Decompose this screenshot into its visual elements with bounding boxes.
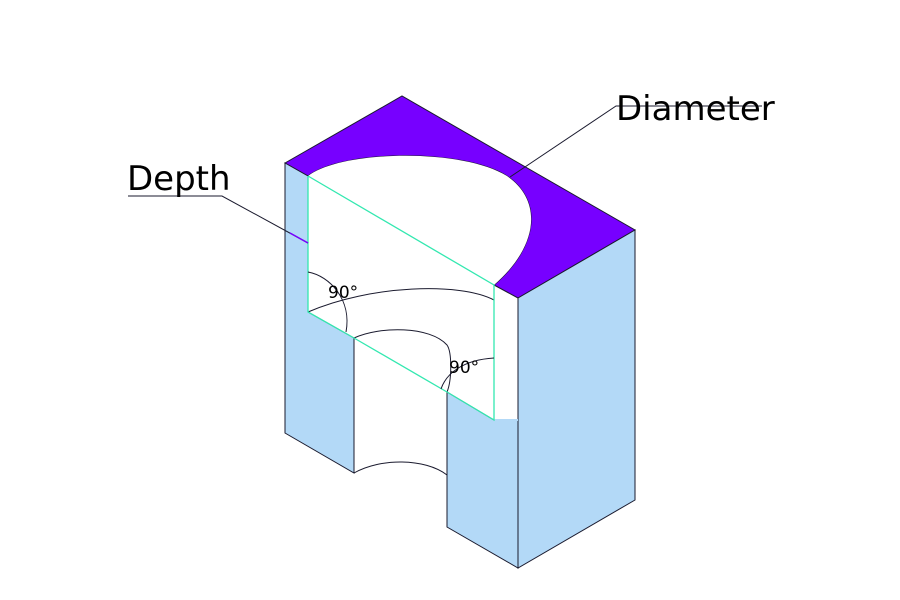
diameter-leader xyxy=(509,105,762,178)
through-hole-arc xyxy=(353,461,448,476)
angle-arc-top xyxy=(307,271,348,333)
diameter-label: Diameter xyxy=(616,89,775,129)
section-plane-line xyxy=(307,175,495,422)
cutaway-interior xyxy=(308,155,532,471)
angle-label-bottom: 90° xyxy=(449,358,479,378)
counterbore-floor-arc xyxy=(307,288,495,313)
angle-arc-bottom xyxy=(440,357,495,390)
depth-leader xyxy=(128,195,309,244)
angle-label-top: 90° xyxy=(328,283,358,303)
depth-leader-tick xyxy=(289,232,309,244)
inner-leg-face xyxy=(446,391,519,569)
depth-label: Depth xyxy=(127,159,231,199)
